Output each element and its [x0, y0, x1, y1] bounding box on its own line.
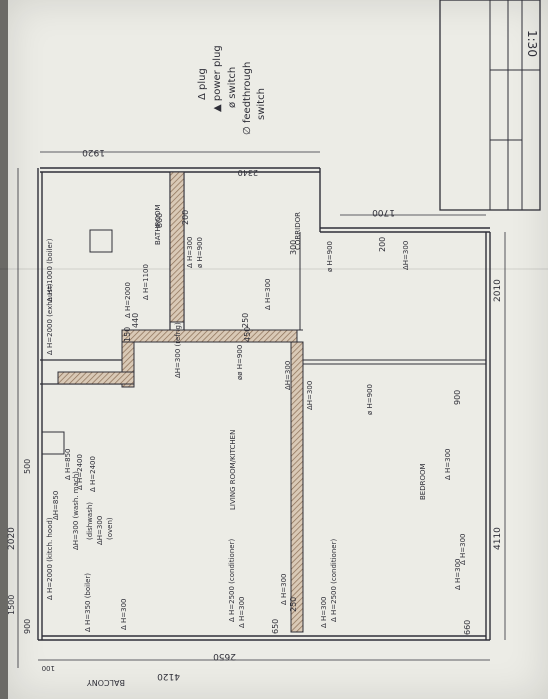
boiler-box	[89, 229, 113, 253]
ann-bed-h300b: Δ H=300	[459, 533, 467, 565]
legend-feedthrough-label-2: switch	[256, 88, 267, 120]
dim-250: 250	[241, 313, 250, 328]
ann-liv-h300: ΔH=300	[284, 361, 292, 390]
dim-left-3: 500	[23, 459, 32, 474]
ann-cond2b: Δ H=300	[320, 596, 328, 628]
living-bedroom-wall-hatch	[290, 341, 304, 633]
ann-kit-h850b: ΔH=850	[52, 491, 60, 520]
room-living-kitchen: LIVING ROOM/KITCHEN	[229, 430, 237, 510]
legend-power-plug-label: ▲ power plug	[212, 45, 223, 112]
ann-liv-sw: øø H=900	[236, 345, 244, 380]
dim-200b: 200	[378, 237, 387, 252]
sink-box	[41, 431, 65, 455]
dim-250b: 250	[289, 597, 298, 612]
legend: Δ plug ▲ power plug ø switch ∅ feedthrou…	[197, 45, 267, 135]
dimension-labels: 1920 2340 1700 2010 4110 2020 4120 2650 …	[7, 147, 503, 681]
ann-bath-sw: ø H=900	[196, 237, 204, 268]
title-block: 1:30	[439, 0, 541, 211]
room-corridor: CORRIDOR	[294, 212, 302, 250]
legend-plug-label: Δ plug	[197, 68, 208, 100]
dim-100: 100	[42, 664, 55, 672]
outlet-annotations: Δ H=1000 (boiler) Δ H=2000 (exhaust) Δ H…	[46, 236, 467, 632]
dim-top-right: 2340	[238, 168, 258, 177]
outer-walls	[37, 167, 491, 641]
ann-bath-h2000: Δ H=2000 (exhaust)	[46, 283, 54, 355]
dim-800: 800	[155, 213, 164, 228]
dim-corridor-width: 1700	[372, 207, 395, 217]
room-bathroom: BATHROOM	[154, 204, 162, 245]
paper-fold	[0, 268, 548, 270]
kitchen-top-wall-hatch	[121, 329, 298, 343]
ann-cond1: Δ H=2500 (conditioner)	[228, 539, 236, 622]
legend-switch-label: ø switch	[227, 67, 238, 108]
inner-lines	[41, 229, 486, 455]
dim-300: 300	[289, 240, 298, 255]
ann-kit-h350: Δ H=350 (boiler)	[84, 573, 92, 632]
ann-bath-h1000: Δ H=1000 (boiler)	[46, 238, 54, 302]
ann-corr-sw: ø H=900	[326, 241, 334, 272]
ann-corr-h300: ΔH=300	[402, 241, 410, 270]
dim-900: 900	[453, 390, 462, 405]
ann-kit-h300: ΔH=300	[96, 516, 104, 545]
room-balcony: BALCONY	[87, 678, 125, 687]
room-labels: BATHROOM CORRIDOR LIVING ROOM/KITCHEN BE…	[87, 204, 427, 687]
dim-left-2: 900	[23, 619, 32, 634]
ann-kit-h850a: Δ H=850	[64, 448, 72, 480]
dim-bottom-total: 4120	[157, 671, 180, 681]
ann-kit-dish: (dishwash)	[86, 502, 94, 540]
ann-bed-h300a: Δ H=300	[444, 448, 452, 480]
dim-left-1: 1500	[7, 595, 16, 615]
room-bedroom: BEDROOM	[419, 463, 427, 500]
ann-bed-sw: ø H=900	[366, 384, 374, 415]
dim-660: 660	[463, 620, 472, 635]
ann-kit-hood: Δ H=2000 (kitch. hood)	[46, 517, 54, 600]
dim-right-side: 2010	[493, 279, 503, 302]
ann-cond2: Δ H=2500 (conditioner)	[330, 539, 338, 622]
dim-200: 200	[181, 210, 190, 225]
ann-bath-refrig: ΔH=300 (refrig)	[174, 322, 182, 378]
dimension-lines	[17, 151, 506, 668]
bathroom-wall-hatch	[169, 171, 185, 323]
legend-feedthrough-label: ∅ feedthrough	[242, 62, 253, 135]
ann-kit-h2400: Δ H=2400	[76, 454, 84, 490]
ann-bath-h300a: Δ H=300	[186, 236, 194, 268]
ann-bed-h300c: Δ H=300	[454, 558, 462, 590]
ann-cond1b: Δ H=300	[238, 596, 246, 628]
paper-sheet	[8, 0, 548, 699]
dim-left-side: 2020	[7, 527, 17, 550]
dim-650: 650	[271, 619, 280, 634]
ann-bath-h1100: Δ H=1100	[142, 264, 150, 300]
ann-bed-h300d: Δ H=300	[280, 573, 288, 605]
dim-top-left: 1920	[82, 147, 105, 157]
ann-kit-h2400b: Δ H=2400	[89, 456, 97, 492]
dim-150: 150	[123, 327, 132, 342]
dim-440: 440	[131, 313, 140, 328]
dim-bottom-mid: 2650	[213, 651, 236, 661]
ann-kit-h300c: Δ H=300	[120, 598, 128, 630]
ann-bath-h2000b: Δ H=2000	[124, 282, 132, 318]
ann-liv-h300b: ΔH=300	[306, 381, 314, 410]
dim-right-side-bottom: 4110	[493, 527, 503, 550]
ann-kit-oven: (oven)	[106, 517, 114, 540]
kitchen-bath-wall-hatch	[57, 371, 135, 385]
scale-label: 1:30	[525, 30, 539, 57]
ann-kit-wash: ΔH=300 (wash. mach)	[72, 471, 80, 550]
dim-450: 450	[243, 327, 252, 342]
bathroom-walls	[40, 172, 185, 385]
ann-hall-h300: Δ H=300	[264, 278, 272, 310]
